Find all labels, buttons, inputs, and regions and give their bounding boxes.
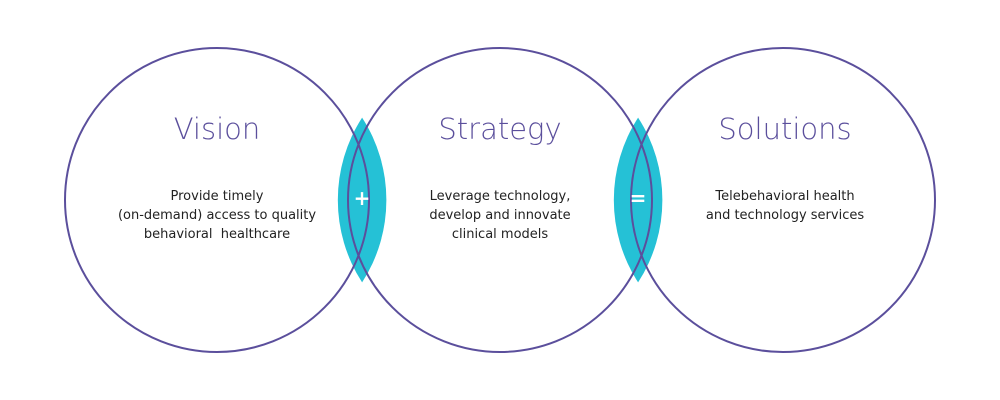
equals-operator: = <box>630 186 647 210</box>
solutions-title: Solutions <box>718 112 851 146</box>
vision-desc-line: behavioral healthcare <box>144 227 290 242</box>
circle-strategy <box>347 47 653 353</box>
strategy-desc-line: Leverage technology, <box>430 189 571 204</box>
circle-vision <box>64 47 370 353</box>
vision-title: Vision <box>174 112 261 146</box>
strategy-desc-line: develop and innovate <box>429 208 570 223</box>
strategy-title: Strategy <box>438 112 561 146</box>
vision-desc-line: (on-demand) access to quality <box>118 208 316 223</box>
solutions-desc-line: Telebehavioral health <box>714 189 854 204</box>
overlap-strategy-solutions <box>613 117 663 283</box>
vision-desc-line: Provide timely <box>171 189 264 204</box>
solutions-desc-line: and technology services <box>706 208 864 223</box>
overlap-vision-strategy <box>337 117 387 283</box>
plus-operator: + <box>354 186 371 210</box>
strategy-desc-line: clinical models <box>452 227 549 242</box>
circle-solutions <box>630 47 936 353</box>
